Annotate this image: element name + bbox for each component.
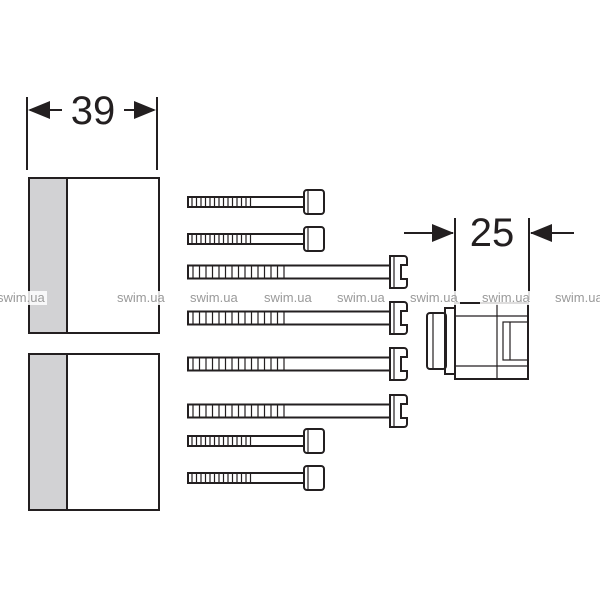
dimension-depth: 25 [404, 211, 574, 300]
short-screw [187, 226, 325, 252]
watermark-text: swim.ua [262, 290, 314, 305]
extension-fitting [426, 302, 529, 380]
dimension-width: 39 [26, 86, 158, 170]
long-screw [187, 347, 408, 381]
cover-plate-top [28, 177, 160, 334]
watermark-text: swim.ua [0, 291, 47, 305]
watermark-text: swim.ua [553, 291, 600, 305]
watermark-text: swim.ua [408, 290, 460, 305]
short-screw [187, 428, 325, 454]
long-screw [187, 301, 408, 335]
short-screw [187, 465, 325, 491]
watermark-text: swim.ua [188, 290, 240, 305]
screws-group [187, 189, 408, 491]
watermark-text: swim.ua [335, 290, 387, 305]
long-screw [187, 255, 408, 289]
dimension-width-label: 39 [71, 89, 116, 133]
watermark-text: swim.ua [115, 290, 167, 305]
short-screw [187, 189, 325, 215]
watermark-text: swim.ua [480, 290, 532, 305]
long-screw [187, 394, 408, 428]
dimension-depth-label: 25 [470, 211, 515, 255]
cover-plate-bottom [28, 353, 160, 511]
